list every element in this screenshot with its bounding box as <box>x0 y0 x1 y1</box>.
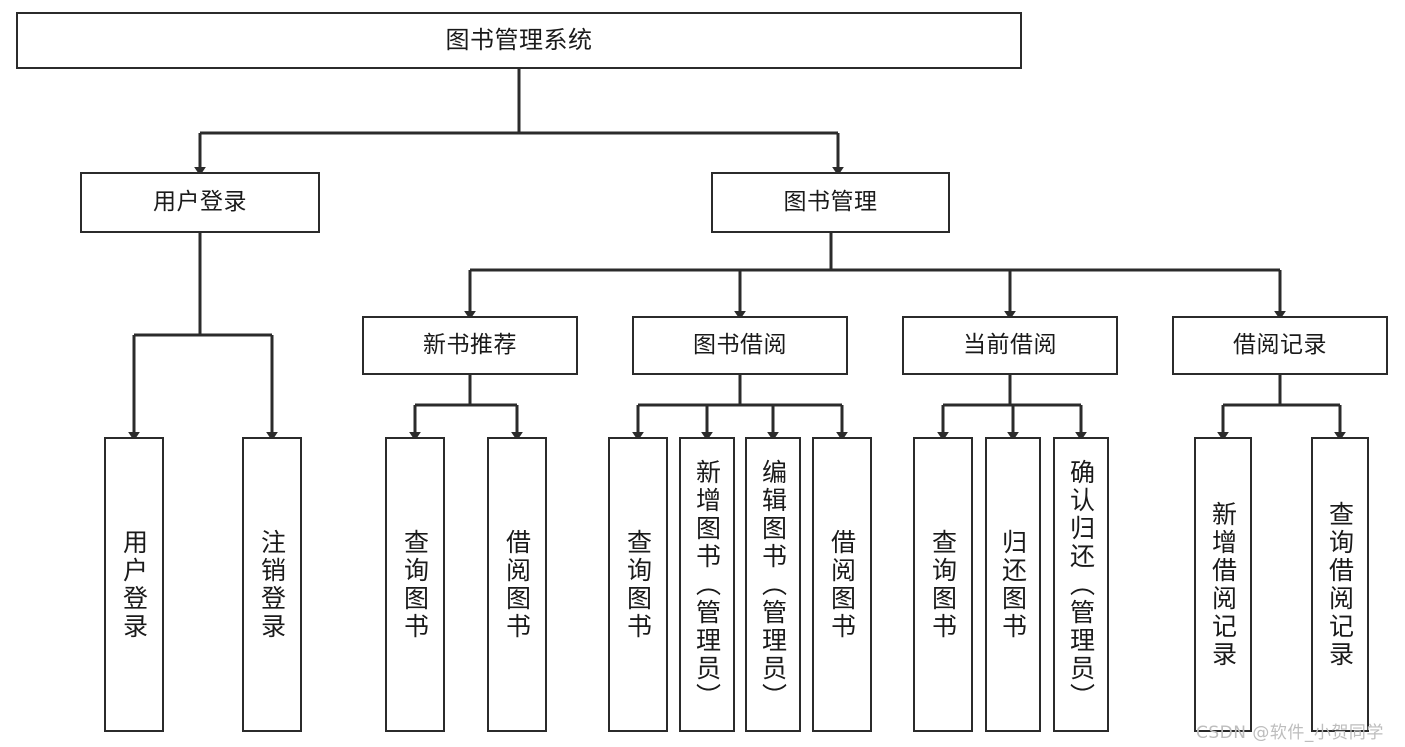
node-user-login-label: 用户登录 <box>153 189 247 216</box>
node-leaf-query-book-2[interactable]: 查询图书 <box>608 437 668 732</box>
node-leaf-query-book-2-label: 查询图书 <box>623 528 653 641</box>
node-book-borrow-label: 图书借阅 <box>693 332 787 359</box>
node-root[interactable]: 图书管理系统 <box>16 12 1022 69</box>
node-leaf-user-login[interactable]: 用户登录 <box>104 437 164 732</box>
node-book-manage-label: 图书管理 <box>783 189 878 216</box>
node-book-borrow[interactable]: 图书借阅 <box>632 316 848 375</box>
node-leaf-add-book-label: 新增图书（管理员） <box>692 458 722 711</box>
node-leaf-borrow-book-1-label: 借阅图书 <box>502 528 532 641</box>
node-leaf-logout[interactable]: 注销登录 <box>242 437 302 732</box>
node-leaf-query-book-1-label: 查询图书 <box>400 528 430 641</box>
node-leaf-logout-label: 注销登录 <box>257 528 287 641</box>
node-leaf-edit-book[interactable]: 编辑图书（管理员） <box>745 437 801 732</box>
node-leaf-add-book[interactable]: 新增图书（管理员） <box>679 437 735 732</box>
node-leaf-return-book-label: 归还图书 <box>998 528 1028 641</box>
node-leaf-borrow-book-1[interactable]: 借阅图书 <box>487 437 547 732</box>
node-leaf-borrow-book-2[interactable]: 借阅图书 <box>812 437 872 732</box>
node-leaf-confirm-return-label: 确认归还（管理员） <box>1066 458 1096 711</box>
node-book-manage[interactable]: 图书管理 <box>711 172 950 233</box>
node-leaf-user-login-label: 用户登录 <box>119 528 149 641</box>
node-new-book-recommend-label: 新书推荐 <box>423 332 517 359</box>
node-new-book-recommend[interactable]: 新书推荐 <box>362 316 578 375</box>
node-leaf-query-book-3-label: 查询图书 <box>928 528 958 641</box>
node-leaf-add-borrow-record-label: 新增借阅记录 <box>1208 500 1238 669</box>
node-leaf-return-book[interactable]: 归还图书 <box>985 437 1041 732</box>
node-leaf-add-borrow-record[interactable]: 新增借阅记录 <box>1194 437 1252 732</box>
node-leaf-query-book-3[interactable]: 查询图书 <box>913 437 973 732</box>
node-borrow-record-label: 借阅记录 <box>1233 332 1327 359</box>
node-leaf-query-borrow-record-label: 查询借阅记录 <box>1325 500 1355 669</box>
node-leaf-query-borrow-record[interactable]: 查询借阅记录 <box>1311 437 1369 732</box>
node-leaf-query-book-1[interactable]: 查询图书 <box>385 437 445 732</box>
node-leaf-borrow-book-2-label: 借阅图书 <box>827 528 857 641</box>
node-current-borrow-label: 当前借阅 <box>963 332 1057 359</box>
node-leaf-confirm-return[interactable]: 确认归还（管理员） <box>1053 437 1109 732</box>
node-root-label: 图书管理系统 <box>445 25 593 54</box>
node-borrow-record[interactable]: 借阅记录 <box>1172 316 1388 375</box>
watermark: CSDN @软件_小贺同学 <box>1196 723 1384 743</box>
node-user-login[interactable]: 用户登录 <box>80 172 320 233</box>
node-current-borrow[interactable]: 当前借阅 <box>902 316 1118 375</box>
node-leaf-edit-book-label: 编辑图书（管理员） <box>758 458 788 711</box>
